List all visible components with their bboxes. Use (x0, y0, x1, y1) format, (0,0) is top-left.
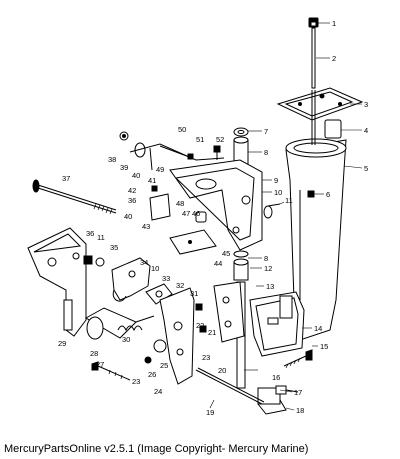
part-2-long-rod (311, 27, 316, 89)
callout-10-upper: 10 (274, 188, 282, 197)
part-34-hook-plate (111, 257, 151, 302)
callout-4: 4 (364, 126, 368, 135)
callout-7: 7 (264, 127, 268, 136)
part-7-washer (233, 127, 249, 137)
callout-21: 21 (208, 328, 216, 337)
callout-41: 41 (148, 176, 156, 185)
callout-18: 18 (296, 406, 304, 415)
callout-36-left: 36 (86, 229, 94, 238)
exploded-parts-diagram: 1 2 3 4 5 6 7 8 8 9 10 10 11 11 12 13 14… (27, 17, 368, 417)
callout-44: 44 (214, 259, 222, 268)
part-35-nut (83, 255, 105, 267)
part-44-clip (169, 229, 217, 255)
part-27-screw (91, 361, 131, 381)
part-33-plate (145, 283, 173, 305)
callout-46: 46 (192, 209, 200, 218)
callout-8-lower: 8 (264, 254, 268, 263)
callout-40-upper: 40 (132, 171, 140, 180)
callout-39: 39 (120, 163, 128, 172)
callout-13: 13 (266, 282, 274, 291)
part-15-bolt (283, 349, 313, 369)
part-39-pulley (134, 142, 146, 158)
callout-23-left: 23 (132, 377, 140, 386)
part-5-main-housing (285, 90, 347, 341)
callout-25: 25 (160, 361, 168, 370)
part-31-nut (195, 303, 207, 333)
callout-14: 14 (314, 324, 322, 333)
part-1-cap-nut (308, 17, 319, 28)
part-6-bolt (307, 190, 315, 198)
callout-19: 19 (206, 408, 214, 417)
part-45-washer (233, 250, 249, 258)
callout-37: 37 (62, 174, 70, 183)
callout-32: 32 (176, 281, 184, 290)
copyright-caption: MercuryPartsOnline v2.5.1 (Image Copyrig… (4, 443, 309, 455)
callout-42: 42 (128, 186, 136, 195)
part-52-screw (213, 145, 221, 160)
callout-49: 49 (156, 165, 164, 174)
part-41-link-arm (129, 143, 225, 171)
callout-20: 20 (218, 366, 226, 375)
callout-45: 45 (222, 249, 230, 258)
callout-23-right: 23 (202, 353, 210, 362)
callout-36-upper: 36 (128, 196, 136, 205)
callout-1: 1 (332, 19, 336, 28)
callout-11-right: 11 (285, 196, 293, 205)
part-28-cylinder (84, 307, 155, 340)
part-50-pin (159, 145, 194, 160)
callout-9: 9 (274, 176, 278, 185)
callout-51: 51 (196, 135, 204, 144)
callout-40-lower: 40 (124, 212, 132, 221)
callout-24: 24 (154, 387, 162, 396)
callout-47: 47 (182, 209, 190, 218)
callout-30: 30 (122, 335, 130, 344)
callout-16: 16 (272, 373, 280, 382)
callout-33: 33 (162, 274, 170, 283)
part-32-right-clamp (159, 287, 195, 385)
callout-43: 43 (142, 222, 150, 231)
part-19-long-rod (195, 367, 265, 405)
callout-26: 26 (148, 370, 156, 379)
callout-10-lower: 10 (151, 264, 159, 273)
part-46-pin (195, 211, 207, 223)
callout-11-left: 11 (97, 233, 105, 242)
callout-48: 48 (176, 199, 184, 208)
part-37-long-bolt (32, 179, 117, 215)
callout-22: 22 (196, 321, 204, 330)
part-43-bracket (149, 193, 171, 221)
callout-5: 5 (364, 164, 368, 173)
callout-34: 34 (140, 258, 148, 267)
callout-17: 17 (294, 388, 302, 397)
callout-15: 15 (320, 342, 328, 351)
part-11-pivot-pin (263, 203, 281, 219)
callout-38: 38 (108, 155, 116, 164)
callouts: 1 2 3 4 5 6 7 8 8 9 10 10 11 11 12 13 14… (58, 19, 368, 417)
part-14-lower-housing (249, 291, 305, 357)
callout-6: 6 (326, 190, 330, 199)
leader-lines (209, 22, 363, 411)
part-29-left-clamp (27, 227, 87, 337)
part-8-lower-bushing (233, 258, 249, 281)
part-9-swivel-bracket (169, 159, 263, 251)
part-25-bushing (144, 339, 167, 364)
callout-50: 50 (178, 125, 186, 134)
callout-3: 3 (364, 100, 368, 109)
part-3-top-plate (276, 87, 364, 121)
callout-12: 12 (264, 264, 272, 273)
part-4-bushing (324, 119, 342, 139)
part-38-washer (119, 131, 129, 141)
part-22-clamp-bracket (213, 281, 245, 343)
callout-52: 52 (216, 135, 224, 144)
callout-29: 29 (58, 339, 66, 348)
callout-8-upper: 8 (264, 148, 268, 157)
callout-28: 28 (90, 349, 98, 358)
part-30-spring (117, 325, 143, 332)
part-42-nut (151, 185, 158, 192)
callout-2: 2 (332, 54, 336, 63)
callout-27: 27 (96, 360, 104, 369)
callout-31: 31 (190, 289, 198, 298)
callout-35: 35 (110, 243, 118, 252)
